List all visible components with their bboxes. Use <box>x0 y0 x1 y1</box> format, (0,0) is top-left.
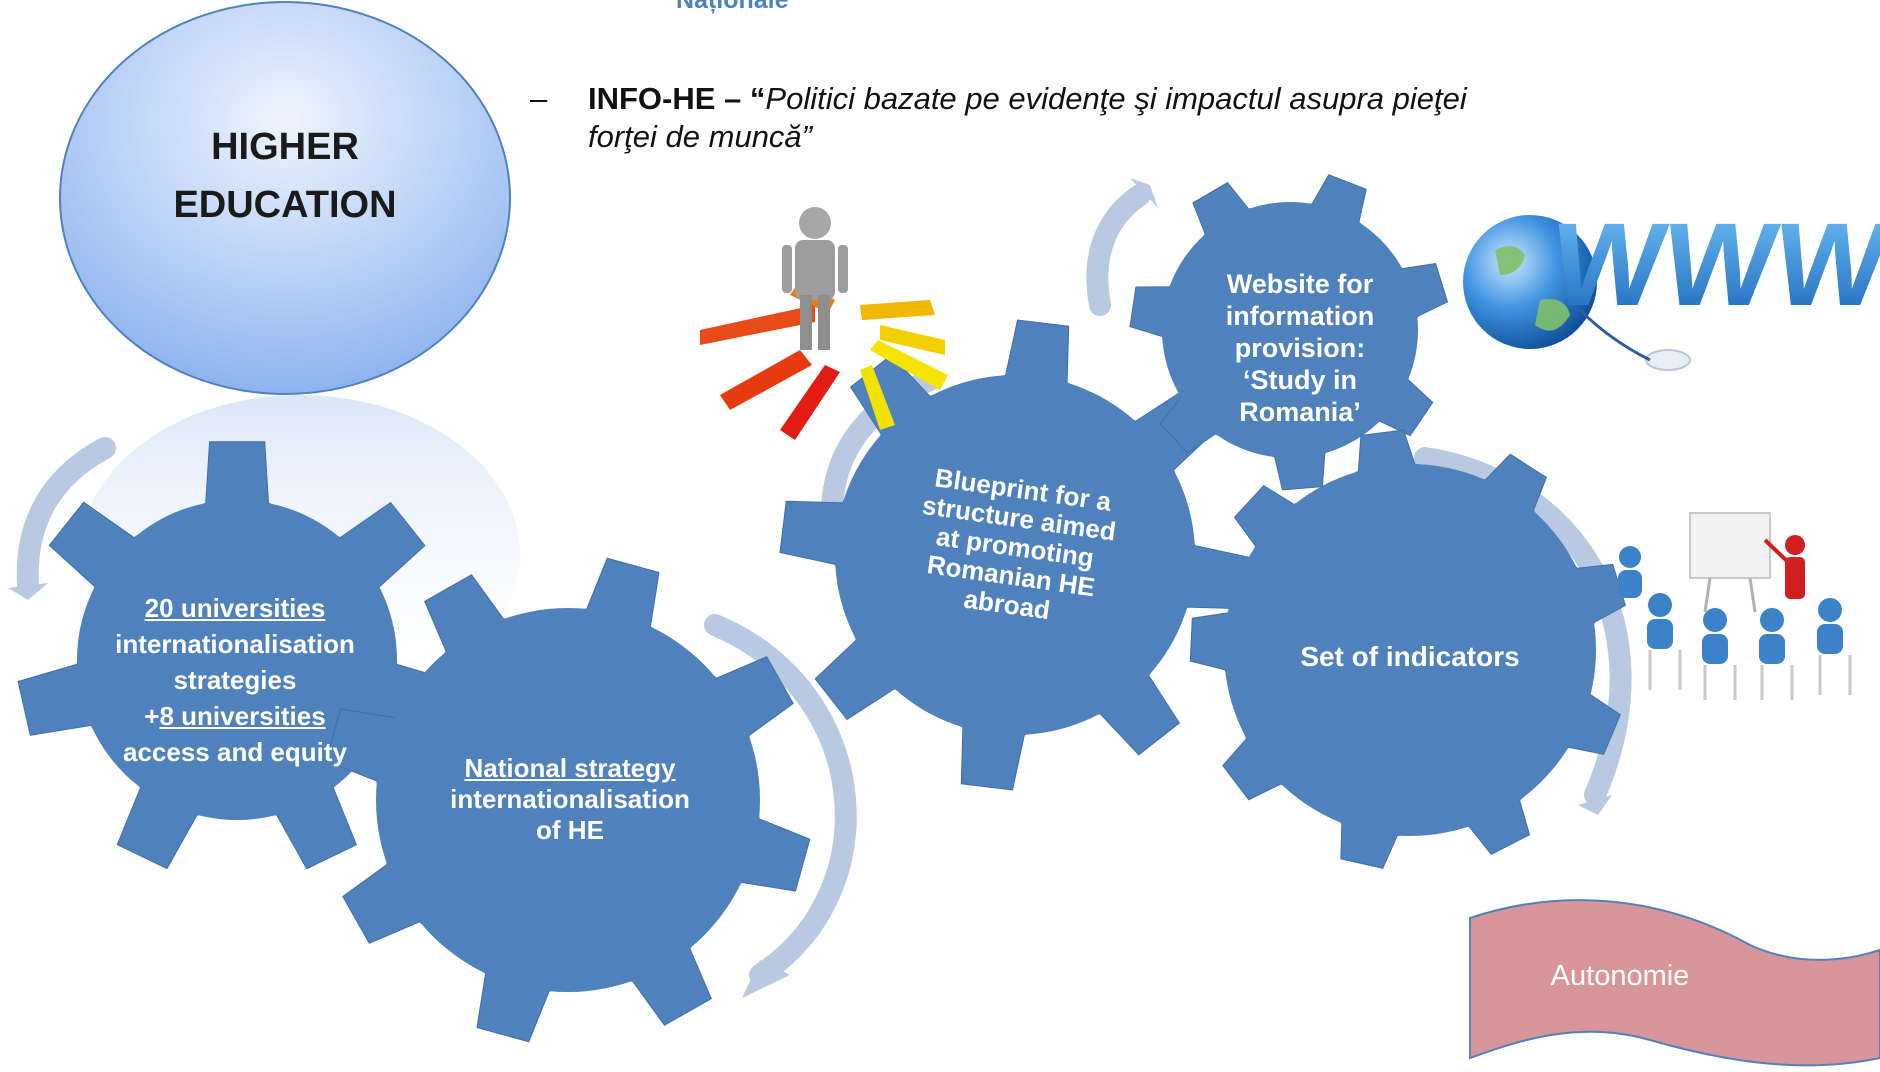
bullet-italic-line2: forţei de muncă” <box>588 119 812 154</box>
gear1-text: 20 universities internationalisation str… <box>90 590 380 770</box>
gear1-line4: +8 universities <box>144 701 326 731</box>
bullet-lead: INFO-HE – “ <box>588 81 766 116</box>
higher-education-title: HIGHER EDUCATION <box>120 118 450 234</box>
he-title-line2: EDUCATION <box>173 184 397 226</box>
www-text: WWW <box>1543 200 1880 331</box>
gear1-line3: strategies <box>173 665 297 695</box>
mouse-icon <box>1645 349 1691 371</box>
www-globe-clipart: WWW <box>1458 192 1880 437</box>
gear5-line1: Set of indicators <box>1300 641 1520 672</box>
gear4-line5: Romania’ <box>1239 397 1361 427</box>
higher-education-oval <box>59 1 511 395</box>
gear-3-body <box>835 375 1195 735</box>
gear4-text: Website for information provision: ‘Stud… <box>1170 268 1430 428</box>
gear2-line3: of HE <box>536 815 604 845</box>
arrow-left-head <box>8 583 48 600</box>
bullet-text: INFO-HE – “Politici bazate pe evidenţe ş… <box>588 80 1668 156</box>
arrow-gear4 <box>1086 184 1151 316</box>
presentation-clipart <box>1618 500 1880 755</box>
gear5-text: Set of indicators <box>1230 640 1590 674</box>
gear-4-body <box>1162 202 1418 458</box>
arrow-gear2-head <box>742 960 790 998</box>
cut-off-title: Naționale <box>676 0 789 14</box>
gear1-line1: 20 universities <box>144 593 326 623</box>
gear-2-body <box>376 608 760 992</box>
gear4-line2: information <box>1225 301 1375 331</box>
bullet-dash: – <box>530 81 548 116</box>
he-title-line1: HIGHER <box>211 126 359 168</box>
bullet-italic-line1: Politici bazate pe evidenţe şi impactul … <box>765 81 1467 116</box>
person-arrows-clipart <box>700 207 948 440</box>
gear2-text: National strategy internationalisation o… <box>420 753 720 846</box>
gear4-line3: provision: <box>1234 333 1366 363</box>
gear1-line2: internationalisation <box>115 629 355 659</box>
autonomie-flag <box>1469 899 1880 1067</box>
gear4-line4: ‘Study in <box>1243 365 1357 395</box>
gear2-line1: National strategy <box>464 753 676 783</box>
arrow-gear2 <box>704 614 857 986</box>
arrow-left <box>16 437 116 596</box>
gear2-line2: internationalisation <box>450 784 690 814</box>
gear1-line5: access and equity <box>123 737 347 767</box>
autonomie-label: Autonomie <box>1550 960 1690 992</box>
gear-1-body <box>77 500 397 820</box>
gear4-line1: Website for <box>1226 269 1374 299</box>
arrow-gear5-head <box>1578 795 1612 815</box>
arrow-gear4-head <box>1130 178 1158 208</box>
gear-5-body <box>1224 464 1596 836</box>
